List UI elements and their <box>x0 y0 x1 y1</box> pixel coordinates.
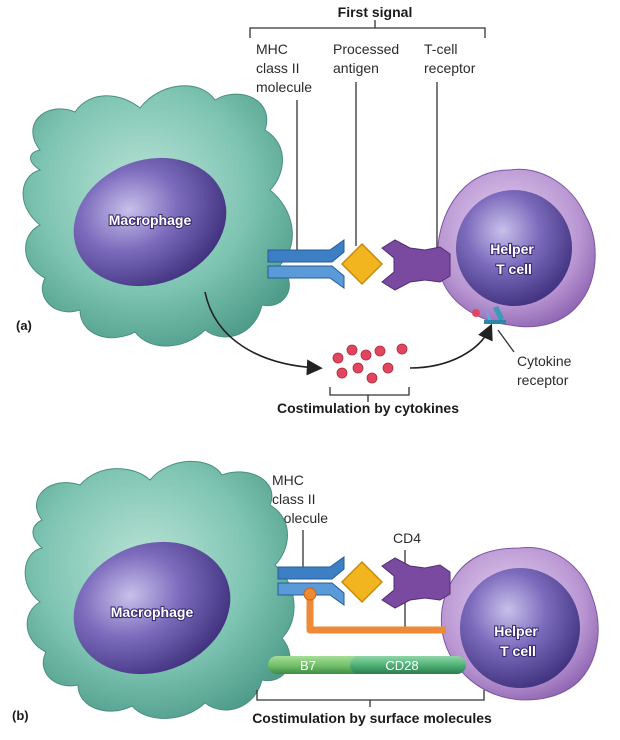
helper-nucleus-a <box>456 190 572 306</box>
cd4-molecule <box>306 594 446 634</box>
mhc-molecule-a <box>267 239 345 289</box>
mhc-label-b: MHC class II molecule <box>272 472 328 526</box>
costim-surface-caption: Costimulation by surface molecules <box>252 710 492 726</box>
cd4-head <box>303 587 317 601</box>
bound-cytokine-a <box>472 309 480 317</box>
cd4-label: CD4 <box>393 530 421 546</box>
panel-label-a: (a) <box>16 318 32 333</box>
panel-b: MHC class II molecule CD4 Macrophage Hel… <box>12 460 599 726</box>
processed-antigen-b <box>340 560 384 604</box>
surface-bracket <box>256 690 485 701</box>
costim-cytokines-caption: Costimulation by cytokines <box>277 400 459 416</box>
cytokine-receptor-leader <box>497 329 515 353</box>
first-signal-title: First signal <box>338 4 413 20</box>
cytokine-receptor-label: Cytokine receptor <box>517 353 575 388</box>
macrophage-label-a: Macrophage <box>109 212 192 228</box>
cd28-molecule <box>350 656 466 674</box>
processed-antigen-a <box>340 242 384 286</box>
macrophage-nucleus-a <box>73 157 227 287</box>
helper-nucleus-b <box>460 568 580 688</box>
first-signal-bracket <box>249 27 486 38</box>
panel-a: First signal MHC class II molecule Proce… <box>16 4 596 416</box>
cytokines <box>332 343 408 384</box>
b7-molecule <box>268 656 376 674</box>
mhc-label-a: MHC class II molecule <box>256 41 312 95</box>
macrophage-nucleus-b <box>73 541 231 675</box>
b7-label: B7 <box>300 658 316 673</box>
cd28-label: CD28 <box>385 658 418 673</box>
tcr-molecule-b <box>381 557 451 609</box>
secretion-arrow <box>204 291 323 376</box>
cytokine-receptor-a <box>484 306 506 324</box>
tcr-label-a: T-cell receptor <box>424 41 476 76</box>
panel-label-b: (b) <box>12 708 29 723</box>
cytokine-delivery-arrow <box>409 323 493 369</box>
cytokine-bracket <box>329 387 410 396</box>
antigen-label-a: Processed antigen <box>333 41 403 76</box>
tcr-molecule-a <box>381 239 451 291</box>
macrophage-label-b: Macrophage <box>111 604 194 620</box>
helper-label-b: Helper T cell <box>494 623 541 659</box>
helper-label-a: Helper T cell <box>490 241 537 277</box>
